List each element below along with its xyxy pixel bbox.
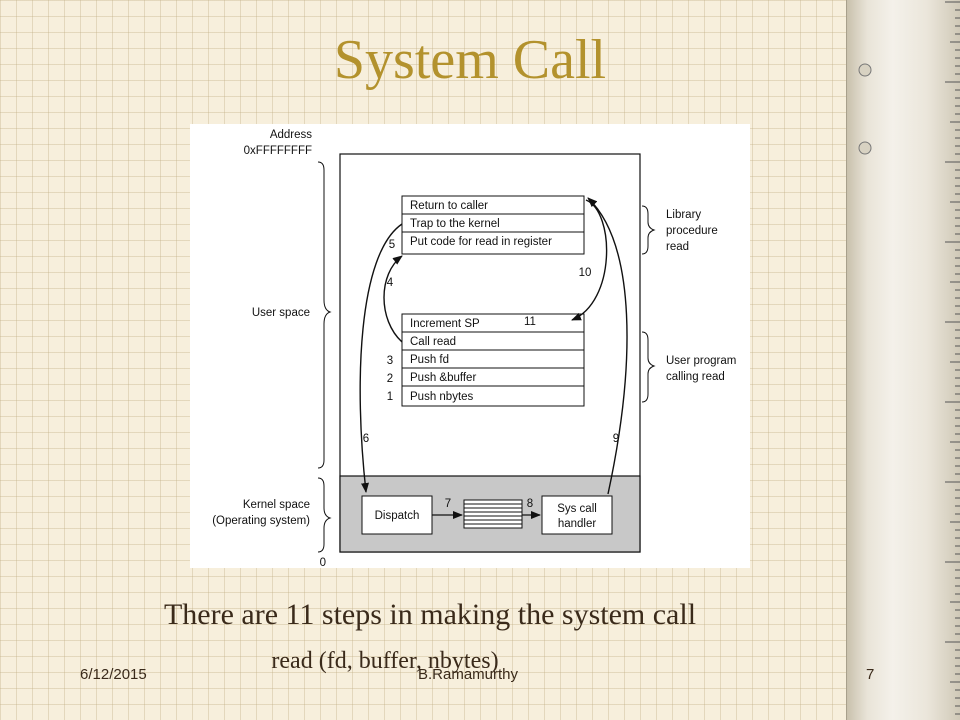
address-bottom-label: 0 (320, 557, 326, 568)
diagram-canvas: Address 0xFFFFFFFF 0 User space Kernel s… (212, 129, 736, 568)
step-number: 11 (524, 316, 536, 328)
subcaption: read (fd, buffer, nbytes) (271, 648, 499, 674)
library-row: Return to caller (410, 200, 488, 212)
library-row: Trap to the kernel (410, 218, 500, 230)
program-row: Increment SP (410, 318, 480, 330)
dispatch-label: Dispatch (375, 510, 420, 522)
caption: There are 11 steps in making the system … (163, 598, 697, 631)
library-row: Put code for read in register (410, 236, 552, 248)
user-program-label: calling read (666, 371, 725, 383)
ruler-ticks (858, 1, 960, 715)
user-space-brace (317, 161, 332, 469)
address-top-label: 0xFFFFFFFF (244, 145, 312, 157)
step-number: 3 (387, 355, 393, 367)
footer-page-number: 7 (866, 666, 875, 683)
program-row: Push fd (410, 354, 449, 366)
arrow-step-6 (359, 223, 403, 493)
sys-call-handler-label-2: handler (558, 518, 597, 530)
step-number: 1 (387, 391, 393, 403)
dispatch-box (361, 495, 433, 535)
arrow-step-10 (571, 199, 608, 321)
library-label: procedure (666, 225, 718, 237)
page-title: System Call (333, 29, 607, 91)
library-label: read (666, 241, 689, 253)
library-procedure-stack: Return to caller Trap to the kernel Put … (401, 195, 585, 255)
program-row: Push nbytes (410, 391, 474, 403)
user-program-stack: Increment SP Call read Push fd Push &buf… (401, 313, 585, 407)
step-number: 6 (363, 433, 369, 445)
step-number: 9 (613, 433, 619, 445)
user-program-label: User program (666, 355, 736, 367)
system-call-diagram: Address 0xFFFFFFFF 0 User space Kernel s… (190, 124, 750, 568)
footer-author: B.Ramamurthy (418, 666, 519, 683)
step-number: 2 (387, 373, 393, 385)
step-number: 7 (445, 498, 451, 510)
address-label: Address (270, 129, 312, 141)
sys-call-handler-label: Sys call (557, 503, 597, 515)
ruler-screw-icon (858, 141, 872, 155)
dispatch-table (463, 499, 523, 529)
kernel-space-label-2: (Operating system) (212, 515, 310, 527)
library-brace (641, 205, 656, 255)
step-number: 8 (527, 498, 533, 510)
arrow-step-9 (587, 197, 628, 495)
kernel-space-label: Kernel space (243, 499, 310, 511)
arrow-step-4 (383, 255, 403, 343)
step-number: 5 (389, 239, 395, 251)
program-row: Push &buffer (410, 372, 476, 384)
step-number: 10 (579, 267, 592, 279)
step-number: 4 (387, 277, 394, 289)
library-label: Library (666, 209, 701, 221)
ruler-screw-icon (858, 63, 872, 77)
sys-call-handler-box (541, 495, 613, 535)
footer-date: 6/12/2015 (80, 666, 147, 683)
ruler-decoration (846, 0, 960, 720)
program-row: Call read (410, 336, 456, 348)
kernel-space-brace (317, 477, 332, 553)
user-program-brace (641, 331, 656, 403)
user-space-label: User space (252, 307, 310, 319)
